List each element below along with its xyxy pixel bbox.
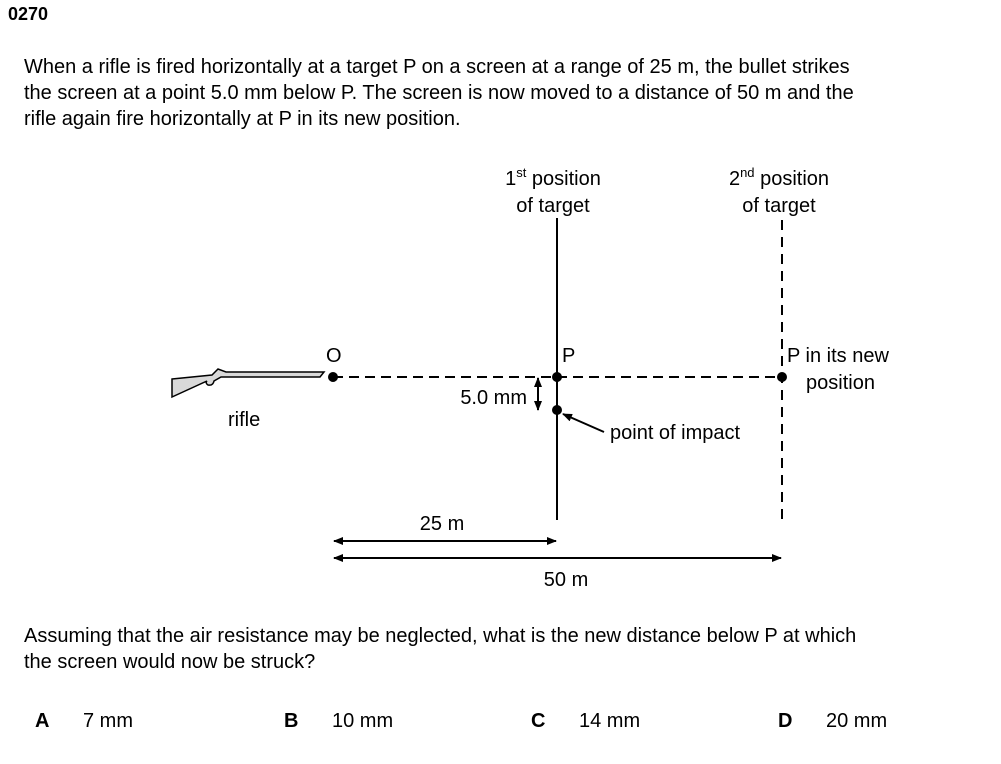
- stem-line: When a rifle is fired horizontally at a …: [24, 56, 850, 78]
- rifle-icon: [171, 368, 326, 399]
- option-letter: C: [531, 710, 546, 732]
- distance-25m-label: 25 m: [420, 513, 464, 535]
- prompt-line: the screen would now be struck?: [24, 651, 316, 673]
- option-letter: B: [284, 710, 299, 732]
- point-O: [328, 372, 338, 382]
- label-P-new-2: position: [806, 372, 875, 394]
- option-text: 14 mm: [579, 710, 641, 732]
- option-d[interactable]: D 20 mm: [778, 710, 887, 733]
- option-letter: A: [35, 710, 50, 732]
- distance-50m-label: 50 m: [544, 569, 588, 591]
- stem-line: the screen at a point 5.0 mm below P. Th…: [24, 82, 854, 104]
- label-P-new-1: P in its new: [787, 345, 889, 367]
- option-text: 10 mm: [332, 710, 394, 732]
- point-P-new: [777, 372, 787, 382]
- first-position-label-2: of target: [516, 195, 590, 217]
- option-c[interactable]: C 14 mm: [531, 710, 640, 733]
- label-O: O: [326, 345, 342, 367]
- option-text: 20 mm: [826, 710, 888, 732]
- option-b[interactable]: B 10 mm: [284, 710, 393, 733]
- question-number: 0270: [8, 4, 49, 24]
- option-text: 7 mm: [83, 710, 133, 732]
- option-letter: D: [778, 710, 793, 732]
- rifle-label: rifle: [228, 409, 260, 431]
- label-P: P: [562, 345, 575, 367]
- first-position-label: 1st position: [505, 165, 601, 190]
- drop-label: 5.0 mm: [460, 387, 527, 409]
- impact-arrow: [562, 413, 605, 433]
- option-a[interactable]: A 7 mm: [35, 710, 133, 733]
- prompt-line: Assuming that the air resistance may be …: [24, 625, 857, 647]
- stem-line: rifle again fire horizontally at P in it…: [24, 108, 461, 130]
- second-position-label: 2nd position: [729, 165, 829, 190]
- second-position-label-2: of target: [742, 195, 816, 217]
- question-stem: When a rifle is fired horizontally at a …: [24, 54, 854, 132]
- point-of-impact: [552, 405, 562, 415]
- impact-label: point of impact: [610, 422, 741, 444]
- point-P: [552, 372, 562, 382]
- question-prompt: Assuming that the air resistance may be …: [24, 623, 856, 675]
